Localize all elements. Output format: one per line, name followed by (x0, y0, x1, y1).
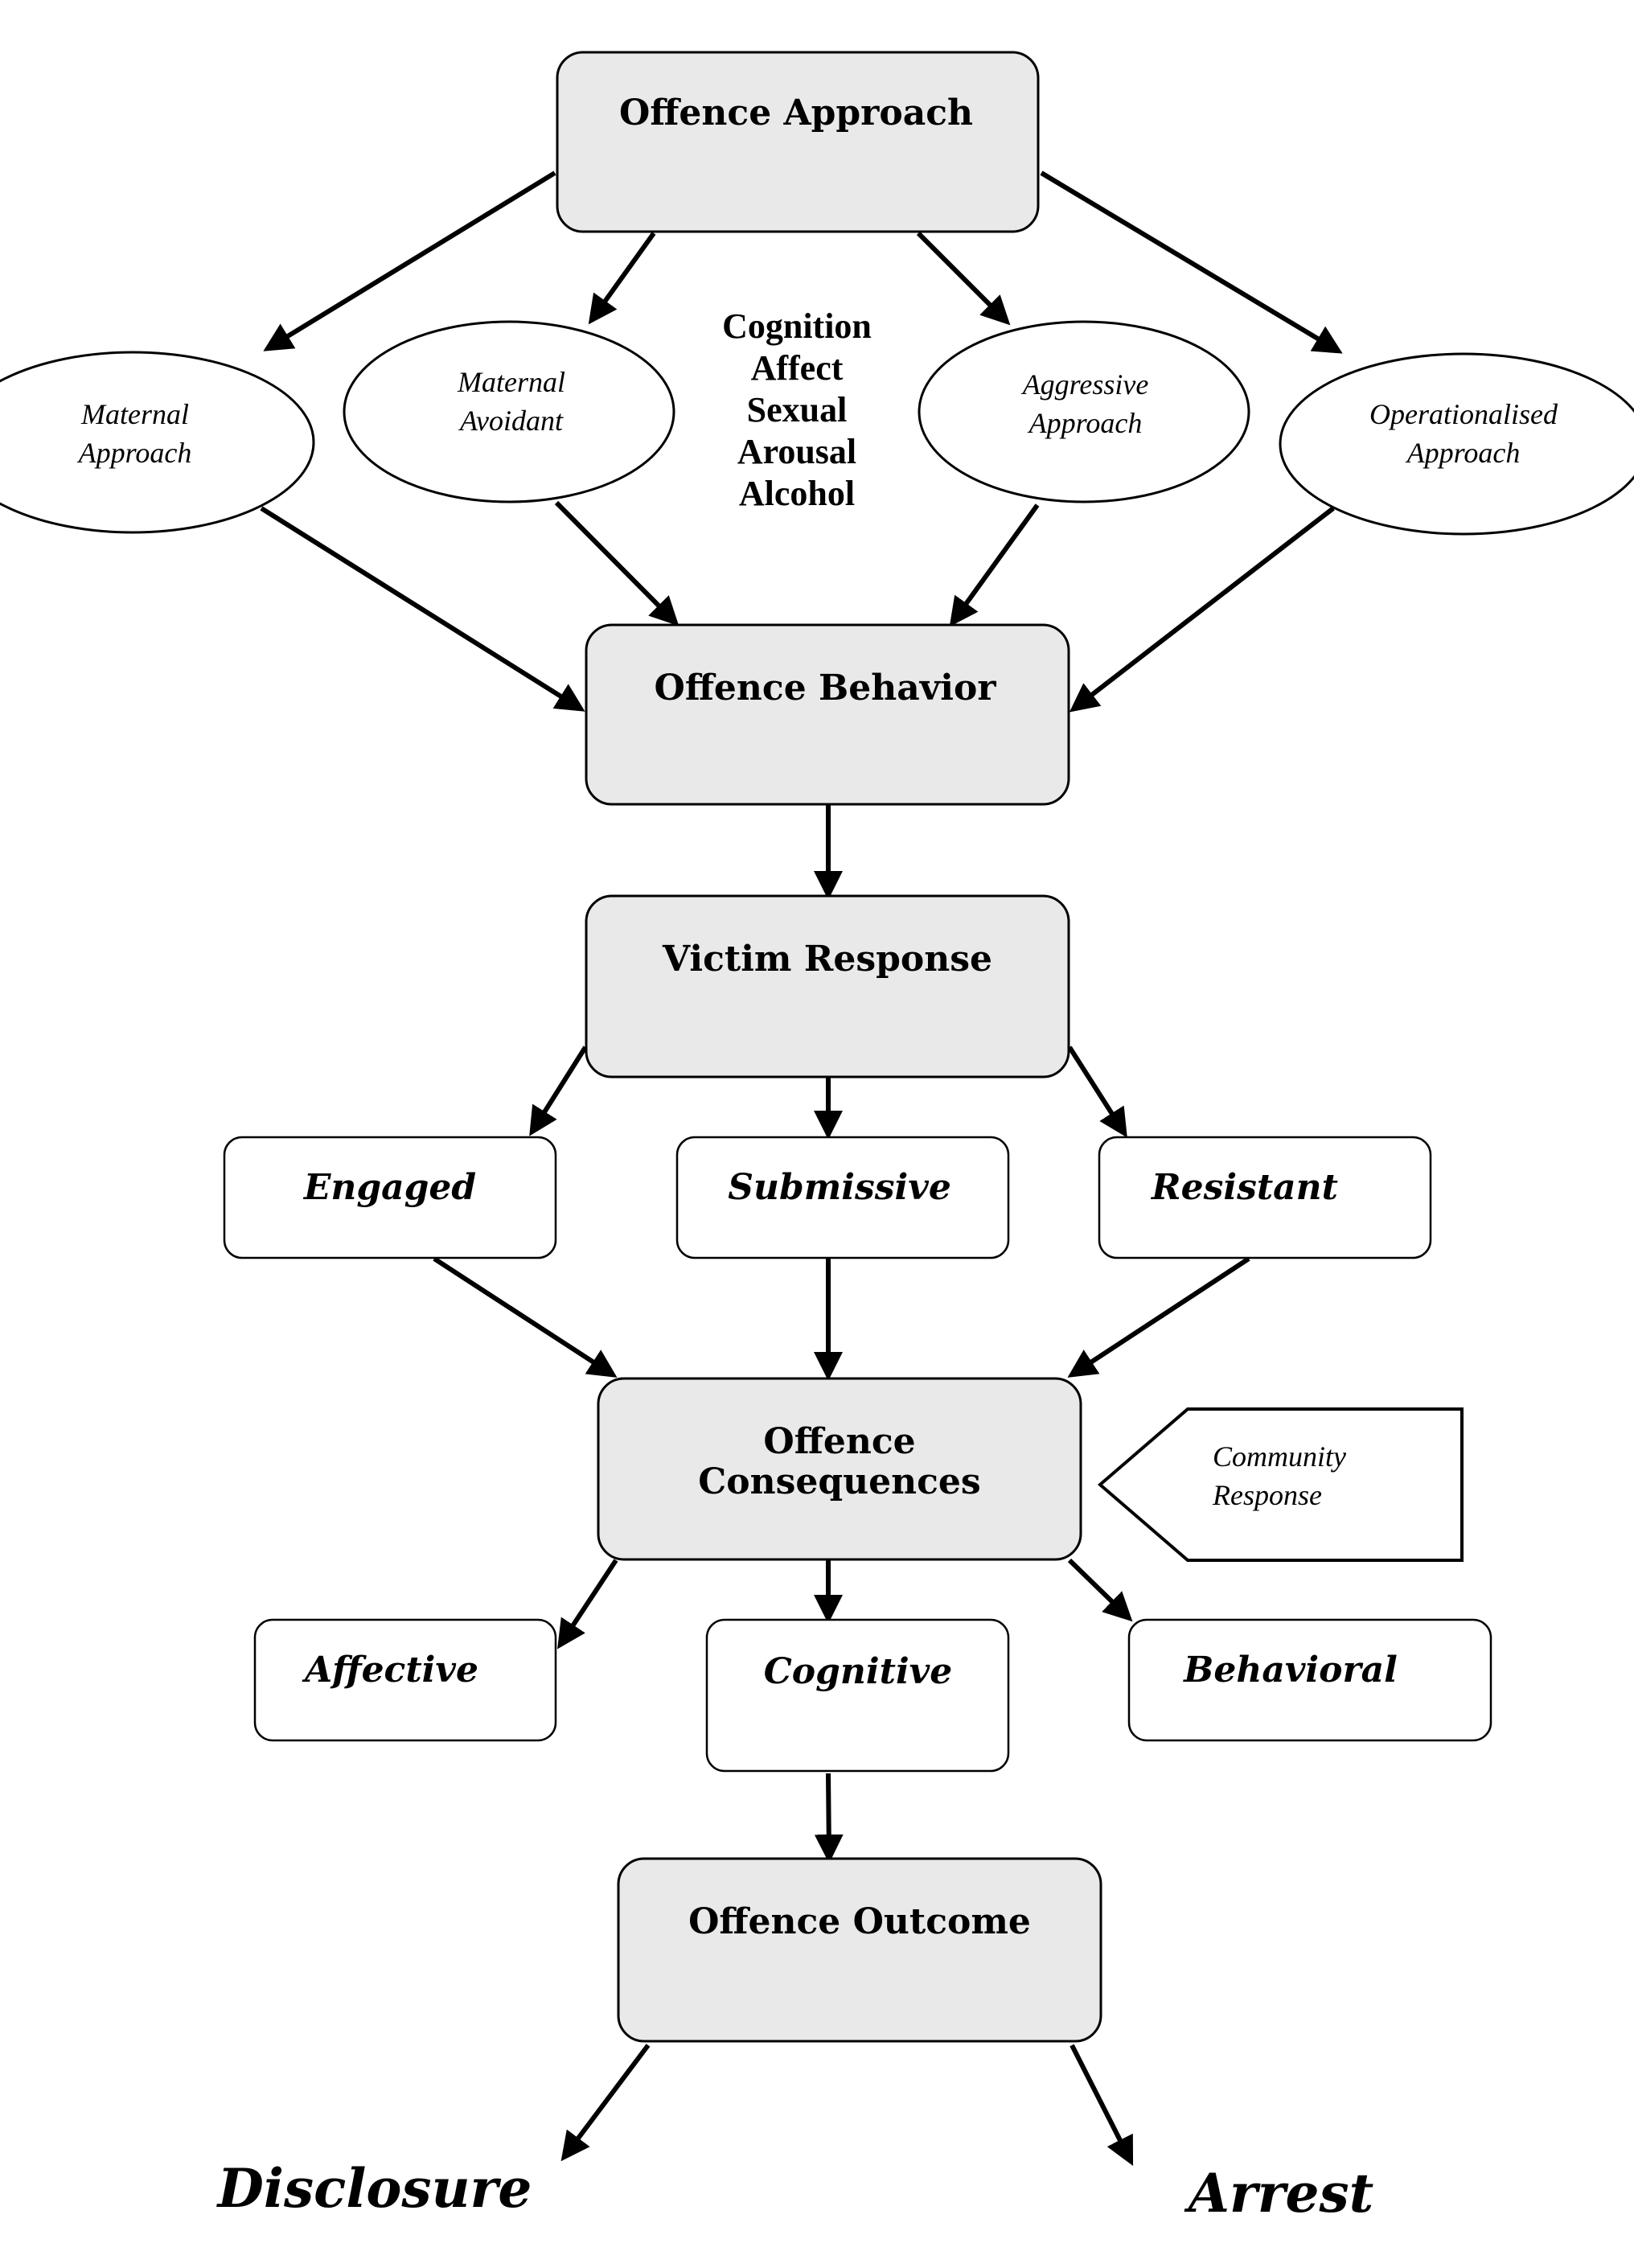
engaged-box: Engaged (223, 1136, 557, 1259)
offence-consequences-label-2: Consequences (698, 1461, 980, 1502)
factors-text-block: Cognition Affect Sexual Arousal Alcohol (722, 306, 872, 513)
victim-response-label: Victim Response (662, 939, 992, 980)
maternal-avoidant-ellipse: Maternal Avoidant (343, 320, 675, 503)
maternal-avoidant-label-1: Maternal (457, 366, 565, 398)
arrow-engaged-to-consequences (433, 1256, 618, 1378)
offence-outcome-box: Offence Outcome (617, 1857, 1102, 2043)
arrow-maternal-avoidant-to-behavior (554, 500, 679, 627)
arrow-approach-to-aggressive-approach (916, 231, 1011, 326)
victim-response-box: Victim Response (585, 894, 1070, 1079)
cognitive-box: Cognitive (705, 1618, 1010, 1773)
offence-outcome-label: Offence Outcome (688, 1901, 1031, 1942)
arrow-cognitive-to-outcome (814, 1773, 844, 1863)
factor-cognition: Cognition (722, 306, 872, 346)
offence-approach-box: Offence Approach (556, 51, 1040, 233)
community-response-label-2: Response (1212, 1479, 1322, 1511)
offence-approach-label: Offence Approach (619, 92, 973, 134)
factor-alcohol: Alcohol (739, 474, 855, 513)
aggressive-approach-label-2: Approach (1028, 407, 1143, 439)
offence-consequences-label-1: Offence (763, 1421, 915, 1462)
arrest-label: Arrest (1184, 2162, 1373, 2225)
arrow-consequences-to-affective (557, 1559, 618, 1650)
factor-affect: Affect (751, 348, 844, 388)
arrow-maternal-approach-to-behavior (260, 506, 585, 712)
arrow-aggressive-approach-to-behavior (949, 503, 1040, 627)
aggressive-approach-label-1: Aggressive (1021, 368, 1149, 401)
maternal-approach-label-1: Maternal (80, 398, 189, 430)
offence-consequences-box: Offence Consequences (597, 1377, 1082, 1561)
arrow-consequences-to-behavioral (1067, 1558, 1133, 1622)
arrow-approach-to-operationalised-approach (1040, 171, 1343, 354)
disclosure-label: Disclosure (216, 2157, 532, 2220)
arrow-outcome-to-arrest (1069, 2044, 1134, 2167)
engaged-label: Engaged (302, 1167, 476, 1208)
factor-arousal: Arousal (737, 432, 856, 471)
maternal-avoidant-label-2: Avoidant (458, 405, 564, 437)
affective-label: Affective (302, 1650, 478, 1691)
cognitive-label: Cognitive (764, 1651, 952, 1692)
resistant-box: Resistant (1098, 1136, 1432, 1259)
resistant-label: Resistant (1150, 1167, 1338, 1208)
offence-behavior-label: Offence Behavior (654, 668, 996, 709)
aggressive-approach-ellipse: Aggressive Approach (918, 320, 1250, 503)
arrow-victim-to-engaged (529, 1046, 588, 1136)
submissive-box: Submissive (675, 1136, 1010, 1259)
arrow-approach-to-maternal-approach (263, 171, 556, 351)
maternal-approach-label-2: Approach (77, 437, 192, 469)
factor-sexual: Sexual (747, 390, 848, 429)
behavioral-box: Behavioral (1127, 1618, 1492, 1742)
behavioral-label: Behavioral (1182, 1650, 1398, 1691)
operationalised-approach-label-2: Approach (1406, 437, 1521, 469)
arrow-victim-to-resistant (1067, 1046, 1127, 1138)
community-response-label-1: Community (1213, 1440, 1346, 1473)
affective-box: Affective (253, 1618, 557, 1742)
submissive-label: Submissive (728, 1167, 951, 1208)
arrow-approach-to-maternal-avoidant (588, 232, 656, 325)
offence-behavior-box: Offence Behavior (585, 623, 1070, 806)
arrow-operationalised-approach-to-behavior (1069, 506, 1335, 713)
arrow-resistant-to-consequences (1067, 1256, 1250, 1378)
arrow-outcome-to-disclosure (560, 2044, 651, 2162)
community-response-shape: Community Response (1097, 1407, 1464, 1562)
operationalised-approach-ellipse: Operationalised Approach (1279, 352, 1634, 536)
operationalised-approach-label-1: Operationalised (1369, 398, 1558, 430)
arrows (260, 171, 1343, 2167)
maternal-approach-ellipse: Maternal Approach (0, 351, 315, 534)
